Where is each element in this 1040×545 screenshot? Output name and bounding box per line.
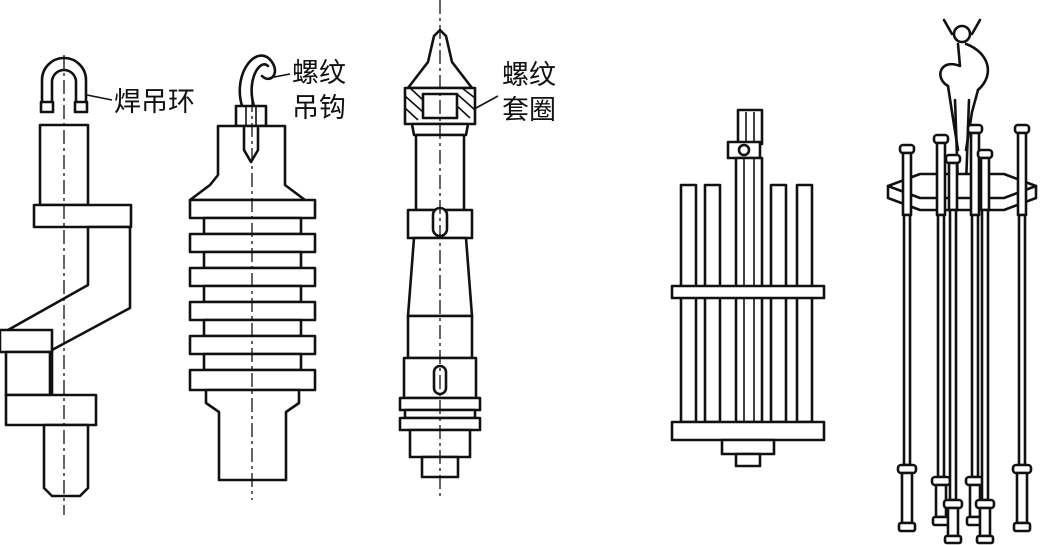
- rack-fixture: [670, 108, 826, 468]
- hanger-rod: [942, 153, 964, 545]
- label-thread-hook-line2: 吊钩: [292, 93, 346, 124]
- label-thread-sleeve-line1: 螺纹: [502, 60, 556, 91]
- hanger-rod: [1011, 123, 1033, 533]
- hook-hanger-fixture: [886, 18, 1038, 545]
- label-thread-hook-line1: 螺纹: [292, 58, 346, 89]
- shaft-upper: [414, 133, 466, 212]
- label-thread-sleeve-line2: 套圈: [502, 95, 556, 126]
- hanger-rod: [974, 148, 996, 545]
- hanger-rod: [896, 143, 918, 533]
- thread-hook: [238, 54, 277, 108]
- hanger-rod: [964, 123, 986, 527]
- ribbed-part-with-thread-hook: [188, 54, 317, 500]
- rack-middle-bar: [670, 284, 826, 300]
- crank-lower-flange: [4, 393, 98, 427]
- shaft-with-thread-sleeve: [398, 0, 499, 500]
- rack-rod: [769, 183, 788, 424]
- rack-rod: [703, 183, 722, 424]
- rack-rod: [795, 183, 814, 424]
- crank-with-weld-ring: [0, 55, 133, 515]
- rack-base-plate: [670, 420, 826, 442]
- crank-shaft-lower: [42, 423, 90, 498]
- crank-flange: [32, 203, 133, 229]
- label-weld-ring: 焊吊环: [114, 87, 195, 118]
- rack-rod: [679, 183, 698, 424]
- hook-nut: [234, 104, 268, 128]
